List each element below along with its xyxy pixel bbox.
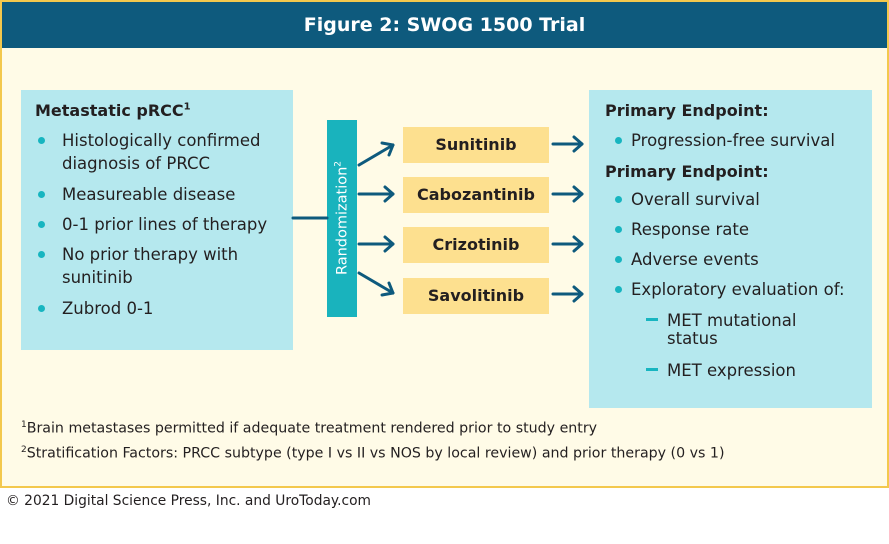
figure-frame: Figure 2: SWOG 1500 Trial Metastatic pRC… xyxy=(0,0,889,488)
sub-bullet-dash xyxy=(646,368,658,371)
copyright-notice: © 2021 Digital Science Press, Inc. and U… xyxy=(6,493,371,509)
primary-endpoint-title: Primary Endpoint: xyxy=(605,101,769,120)
arm-crizotinib: Crizotinib xyxy=(403,227,549,263)
arrow-crizotinib-endpoint xyxy=(551,235,584,253)
arrow-cabozantinib-endpoint xyxy=(551,185,584,203)
eligibility-item-measurable: Measureable disease xyxy=(62,185,236,204)
arrow-to-savolitinib xyxy=(357,271,395,297)
endpoint-item-exploratory: Exploratory evaluation of: xyxy=(631,280,845,299)
endpoint-item-os: Overall survival xyxy=(631,190,760,209)
sub-bullet-dash xyxy=(646,318,658,321)
eligibility-item-prior-lines: 0-1 prior lines of therapy xyxy=(62,215,268,234)
bullet-dot xyxy=(615,256,622,263)
bullet-dot xyxy=(615,196,622,203)
endpoint-item-pfs: Progression-free survival xyxy=(631,131,835,150)
bullet-dot xyxy=(38,305,45,312)
eligibility-box: Metastatic pRCC1 Histologically confirme… xyxy=(21,90,293,350)
endpoint-subitem-met-mutation: MET mutational status xyxy=(667,311,797,348)
bullet-dot xyxy=(615,137,622,144)
arrow-to-cabozantinib xyxy=(357,185,395,203)
footnote-2: 2Stratification Factors: PRCC subtype (t… xyxy=(21,445,725,462)
endpoint-subitem-met-expression: MET expression xyxy=(667,361,796,380)
bullet-dot xyxy=(38,221,45,228)
bullet-dot xyxy=(38,251,45,258)
eligibility-title: Metastatic pRCC1 xyxy=(35,101,191,120)
footnote-1: 1Brain metastases permitted if adequate … xyxy=(21,420,598,437)
secondary-endpoint-title: Primary Endpoint: xyxy=(605,162,769,181)
bullet-dot xyxy=(615,226,622,233)
bullet-dot xyxy=(38,191,45,198)
bullet-dot xyxy=(615,286,622,293)
endpoint-item-adverse: Adverse events xyxy=(631,250,759,269)
bullet-dot xyxy=(38,137,45,144)
eligibility-item-zubrod: Zubrod 0-1 xyxy=(62,299,154,318)
arrow-sunitinib-endpoint xyxy=(551,135,584,153)
endpoint-item-response: Response rate xyxy=(631,220,750,239)
arrow-to-sunitinib xyxy=(357,141,395,167)
figure-title: Figure 2: SWOG 1500 Trial xyxy=(2,2,887,48)
flow-arrows xyxy=(291,135,584,303)
arm-savolitinib: Savolitinib xyxy=(403,278,549,314)
arrow-to-crizotinib xyxy=(357,235,395,253)
randomization-bar xyxy=(327,120,357,317)
endpoints-box: Primary Endpoint: Progression-free survi… xyxy=(589,90,872,408)
arm-sunitinib: Sunitinib xyxy=(403,127,549,163)
arrow-savolitinib-endpoint xyxy=(551,285,584,303)
arm-cabozantinib: Cabozantinib xyxy=(403,177,549,213)
